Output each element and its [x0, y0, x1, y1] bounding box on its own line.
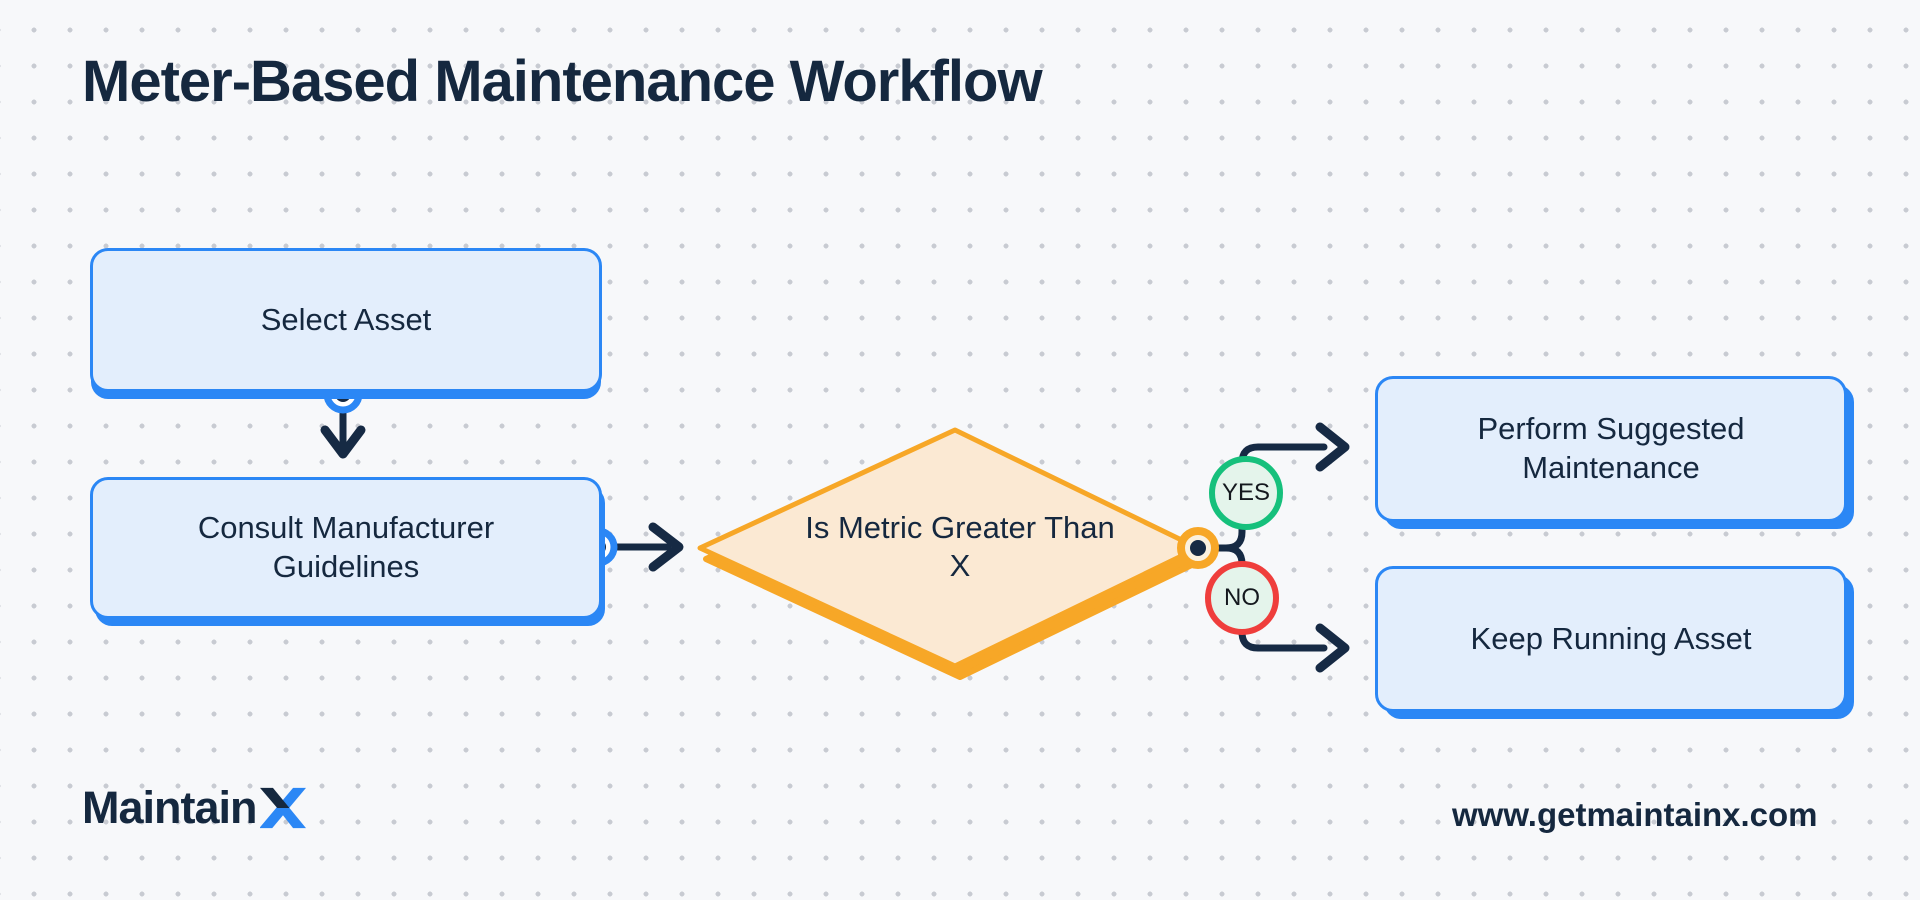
- node-select-asset-label: Select Asset: [260, 301, 432, 337]
- maintainx-logo: Maintain: [82, 782, 306, 834]
- badge-yes: YES: [1209, 456, 1283, 530]
- node-consult-guidelines: Consult Manufacturer Guidelines: [90, 477, 602, 619]
- node-perform-maintenance: Perform Suggested Maintenance: [1375, 376, 1847, 522]
- page-title: Meter-Based Maintenance Workflow: [82, 49, 1043, 114]
- node-keep-running: Keep Running Asset: [1375, 566, 1847, 712]
- decision-diamond-shape: [697, 427, 1207, 680]
- node-perform-maintenance-label: Perform Suggested Maintenance: [1477, 411, 1745, 485]
- node-select-asset: Select Asset: [90, 248, 602, 392]
- badge-no-label: NO: [1224, 584, 1260, 611]
- maintainx-logo-text: Maintain: [82, 782, 258, 833]
- node-decision-label: Is Metric Greater Than X: [805, 510, 1115, 583]
- website-url: www.getmaintainx.com: [1452, 796, 1818, 833]
- diamond: [697, 427, 1201, 669]
- connector-dot-decision-right: [1177, 527, 1219, 569]
- badge-yes-label: YES: [1221, 479, 1271, 506]
- maintainx-logo-x-icon: [259, 787, 306, 829]
- badge-no: NO: [1205, 561, 1279, 635]
- node-consult-guidelines-label: Consult Manufacturer Guidelines: [197, 510, 495, 584]
- node-keep-running-label: Keep Running Asset: [1470, 620, 1752, 656]
